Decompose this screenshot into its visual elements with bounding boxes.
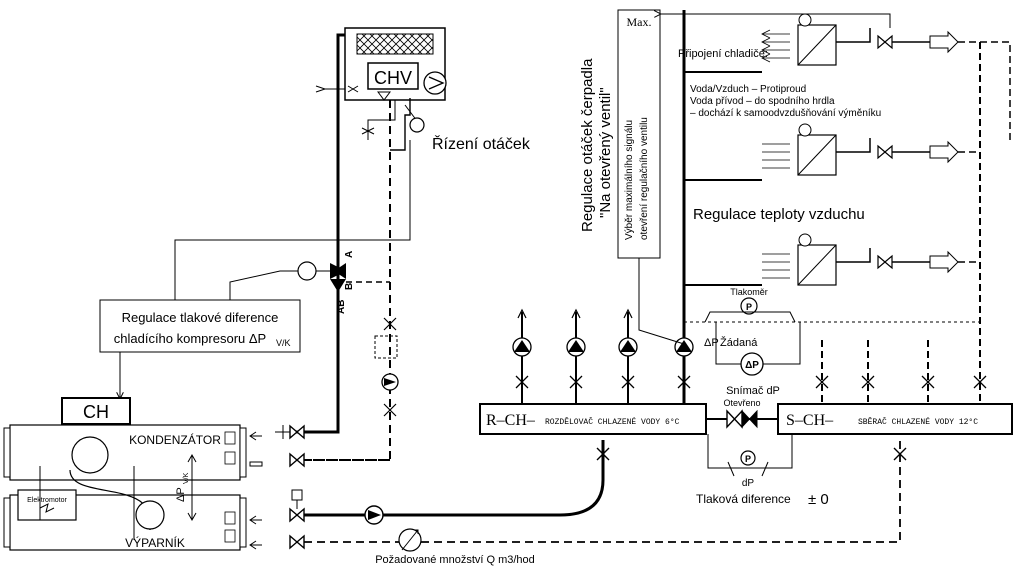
bypass-valve: Otevřeno <box>706 398 778 429</box>
tlakova-diference-label: Tlaková diference <box>696 492 791 506</box>
coil-unit-3 <box>684 233 980 286</box>
flow-arrows-left <box>249 431 263 550</box>
pump-reg-line1: Regulace otáček čerpadla <box>579 58 596 232</box>
valve-ab-label: AB <box>336 300 347 314</box>
valve-a-label: A <box>344 251 355 258</box>
max-select-line1: Výběr maximálního signálu <box>624 120 635 240</box>
sch-main-label: S–CH– <box>786 412 834 429</box>
flow-meter-icon <box>398 528 422 552</box>
zadana-label: Žádaná <box>720 336 758 349</box>
distributor-r-ch: R–CH– ROZDĚLOVAČ CHLAZENÉ VODY 6°C <box>479 403 707 435</box>
rch-desc-label: ROZDĚLOVAČ CHLAZENÉ VODY 6°C <box>545 417 680 427</box>
ch-controller <box>61 397 131 425</box>
supply-branch-4 <box>674 10 694 404</box>
motor-lightning-icon <box>39 503 55 513</box>
coil-unit-1 <box>684 13 1011 140</box>
dp-label: dP <box>742 478 755 489</box>
sch-desc-label: SBĚRAČ CHLAZENÉ VODY 12°C <box>858 417 978 427</box>
regulace-tlakove-sub: V/K <box>276 338 291 348</box>
otevreno-label: Otevřeno <box>723 398 760 408</box>
condenser: KONDENZÁTOR <box>3 424 247 481</box>
dp-sensor-label: ΔP <box>745 360 759 371</box>
pressure-difference-regulator-box: Regulace tlakové diference chladícího ko… <box>99 299 301 353</box>
note-line1: Voda/Vzduch – Protiproud <box>690 84 806 95</box>
max-label: Max. <box>627 15 652 29</box>
dp-vk-label: ΔP <box>175 487 187 502</box>
regulace-teploty-label: Regulace teploty vzduchu <box>693 206 865 223</box>
rizeni-otacek-label: Řízení otáček <box>432 134 531 153</box>
regulace-tlakove-line1: Regulace tlakové diference <box>122 310 279 325</box>
pozadovane-label: Požadované množství Q m3/hod <box>375 554 535 566</box>
regulace-tlakove-line2: chladícího kompresoru ΔP <box>114 331 266 346</box>
cooling-tower-chv: CHV <box>315 27 447 101</box>
tlakomer-label: Tlakoměr <box>730 287 768 297</box>
exchanger-valves <box>275 424 305 550</box>
dp-gauge-p: P <box>745 454 751 464</box>
supply-branch-2 <box>566 308 586 404</box>
evaporator: VÝPARNÍK <box>3 494 247 551</box>
pump-reg-line2: "Na otevřený ventil" <box>597 87 614 218</box>
tlakomer-p: P <box>746 302 752 312</box>
rch-main-label: R–CH– <box>486 412 536 429</box>
air-handler-units <box>684 13 1011 286</box>
elektromotor-label: Elektromotor <box>27 497 67 504</box>
valve-b-label: B <box>344 283 355 290</box>
dp-gauge-bottom: P dP Tlaková diference ± 0 <box>696 434 829 508</box>
ch-label: CH <box>83 402 109 422</box>
supply-branch-3 <box>618 308 638 404</box>
dp-setpoint-group: P Tlakoměr ΔP Žádaná ΔP Snímač dP <box>684 287 980 397</box>
return-branches <box>815 42 987 404</box>
kondenzator-label: KONDENZÁTOR <box>129 432 221 447</box>
pripojeni-label: Připojení chladiče: <box>678 48 768 60</box>
three-way-valve: A B AB <box>330 251 355 314</box>
dp-vk-sub: V/K <box>183 472 190 484</box>
collector-s-ch: S–CH– SBĚRAČ CHLAZENÉ VODY 12°C <box>777 403 1013 435</box>
snimac-label: Snímač dP <box>726 385 780 397</box>
max-selector-box: Max. Výběr maximálního signálu otevření … <box>617 9 661 259</box>
supply-branch-1 <box>512 308 532 404</box>
note-line3: – dochází k samoodvzdušňování výměníku <box>690 108 881 119</box>
pm0-label: ± 0 <box>808 491 829 508</box>
vyparnik-label: VÝPARNÍK <box>125 535 185 550</box>
compressor-motor: Elektromotor <box>17 436 165 540</box>
chv-return-pump-group <box>374 317 399 417</box>
dp-short-label: ΔP <box>704 337 719 349</box>
flow-sensor-chv <box>409 117 425 133</box>
tlakomer-gauge <box>740 297 758 315</box>
pressure-controller <box>297 261 317 281</box>
note-line2: Voda přívod – do spodního hrdla <box>690 96 835 107</box>
max-select-line2: otevření regulačního ventilu <box>639 117 650 240</box>
dp-vk-dimension: ΔP V/K <box>175 453 197 522</box>
chv-label: CHV <box>374 68 412 88</box>
coil-unit-2 <box>684 123 980 181</box>
